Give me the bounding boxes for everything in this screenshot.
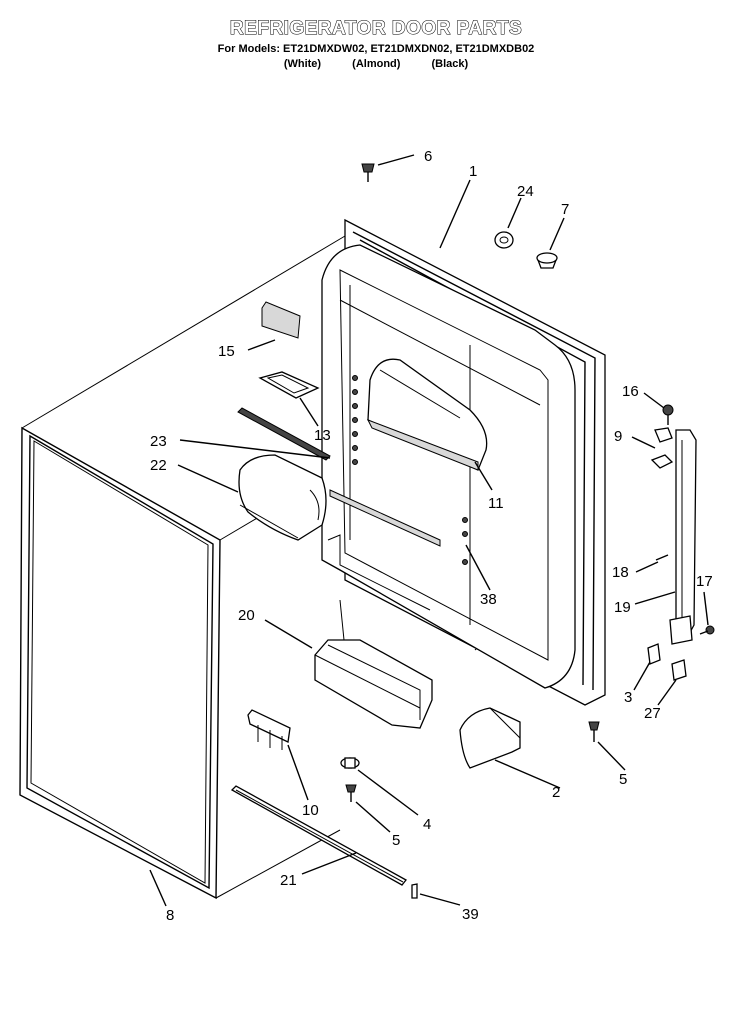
- callout-5-left: 5: [392, 832, 400, 849]
- hinge-pin-bracket: [340, 757, 360, 769]
- callout-11: 11: [488, 495, 504, 512]
- cam-part: [494, 231, 514, 249]
- callout-9: 9: [614, 428, 622, 445]
- callout-17: 17: [696, 573, 713, 590]
- door-gasket: [19, 426, 221, 900]
- handle-cover: [459, 707, 521, 769]
- page-title: REFRIGERATOR DOOR PARTS: [229, 18, 523, 40]
- callout-21: 21: [280, 872, 297, 889]
- callout-15: 15: [218, 343, 235, 360]
- finishes-line: (White) (Almond) (Black): [0, 58, 752, 70]
- hinge-screw-lower: [345, 784, 357, 802]
- callout-18: 18: [612, 564, 629, 581]
- callout-10: 10: [302, 802, 319, 819]
- callout-8: 8: [166, 907, 174, 924]
- dairy-door: [238, 454, 327, 541]
- diagram-header: REFRIGERATOR DOOR PARTS For Models: ET21…: [0, 18, 752, 71]
- callout-20: 20: [238, 607, 255, 624]
- callout-3: 3: [624, 689, 632, 706]
- finish-black: (Black): [431, 58, 469, 70]
- shelf-bracket: [247, 709, 291, 750]
- rail-clip: [411, 883, 418, 899]
- callout-23: 23: [150, 433, 167, 450]
- door-screw-top: [361, 163, 375, 182]
- callout-19: 19: [614, 599, 631, 616]
- callout-1: 1: [469, 163, 477, 180]
- dairy-door-cover: [261, 301, 301, 339]
- models-line: For Models: ET21DMXDW02, ET21DMXDN02, ET…: [217, 43, 535, 55]
- callout-24: 24: [517, 183, 534, 200]
- callout-13: 13: [314, 427, 331, 444]
- callout-7: 7: [561, 201, 569, 218]
- callout-6: 6: [424, 148, 432, 165]
- hinge-screw-right: [588, 721, 600, 742]
- finish-white: (White): [283, 58, 322, 70]
- finish-almond: (Almond): [352, 58, 401, 70]
- hinge-block: [671, 659, 687, 681]
- callout-38: 38: [480, 591, 497, 608]
- hinge-shim-top: [650, 427, 674, 469]
- hinge-screw-top: [662, 404, 674, 425]
- hole-plug: [536, 252, 558, 269]
- callout-4: 4: [423, 816, 431, 833]
- dairy-door-frame: [258, 371, 320, 399]
- hinge-pin: [655, 554, 669, 561]
- door-bottom-rail: [230, 785, 407, 886]
- hinge-screw-side: [699, 625, 715, 635]
- callout-27: 27: [644, 705, 661, 722]
- door-hinge: [669, 429, 697, 645]
- dairy-bin: [366, 358, 488, 471]
- callout-labels: 6 1 24 7 15 13 23 22 11 38 20 10 4 5 21 …: [150, 148, 713, 924]
- hinge-shim-bottom: [647, 643, 661, 665]
- callout-16: 16: [622, 383, 639, 400]
- shelf-mount-holes: [352, 375, 468, 565]
- callout-39: 39: [462, 906, 479, 923]
- callout-2: 2: [552, 784, 560, 801]
- callout-22: 22: [150, 457, 167, 474]
- door-bin: [314, 639, 433, 729]
- shelf-trim-lower: [329, 489, 441, 547]
- callout-5-right: 5: [619, 771, 627, 788]
- shelf-trim-upper: [237, 407, 331, 461]
- leader-lines: [149, 154, 709, 907]
